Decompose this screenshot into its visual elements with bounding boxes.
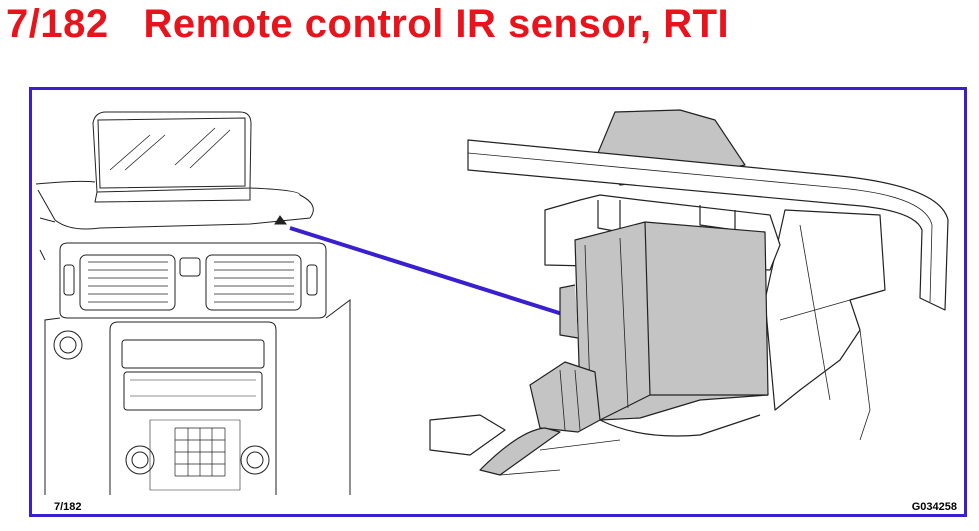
figure-number: 7/182 — [6, 2, 109, 46]
figure-code-right: G034258 — [911, 501, 957, 513]
ir-sensor-location — [274, 215, 287, 225]
ir-sensor-housing — [574, 221, 769, 421]
illustration-frame — [29, 87, 967, 517]
dashboard-overview — [35, 111, 351, 495]
sensor-detail — [429, 109, 949, 476]
page-title: 7/182 Remote control IR sensor, RTI — [6, 0, 729, 48]
figure-code-left: 7/182 — [54, 501, 82, 513]
display-screen — [92, 111, 252, 193]
figure-title: Remote control IR sensor, RTI — [143, 2, 730, 46]
leader-line — [289, 226, 576, 320]
